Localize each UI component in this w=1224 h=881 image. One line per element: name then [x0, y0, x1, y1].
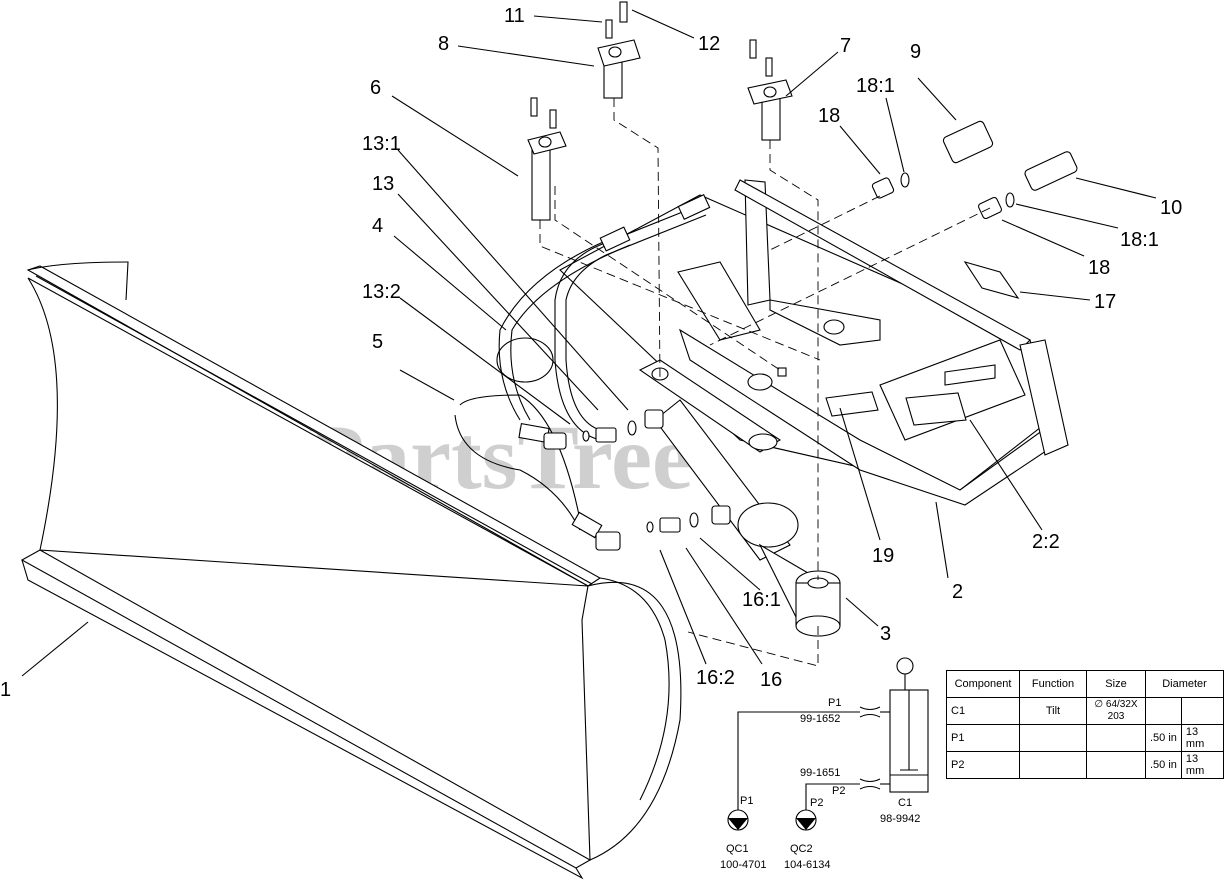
callout-1: 1 [0, 679, 11, 701]
decal-19 [825, 391, 879, 417]
spec-cell-function: Tilt [1019, 697, 1087, 725]
callout-18-b: 18 [1088, 257, 1110, 279]
schematic-qc1-part: 100-4701 [720, 859, 767, 871]
spec-cell-size [1086, 751, 1146, 779]
schematic-p2-label: P2 [832, 785, 845, 797]
schematic-qc1-label: QC1 [726, 843, 749, 855]
blade [20, 261, 682, 880]
callout-2: 2 [952, 581, 963, 603]
callout-10: 10 [1160, 197, 1182, 219]
spec-cell-function [1019, 751, 1087, 779]
spec-cell-component: P1 [946, 724, 1020, 752]
schematic-qc1-port: P1 [740, 795, 753, 807]
callout-11: 11 [504, 5, 525, 27]
callout-12: 12 [698, 33, 720, 55]
assembly-lines [539, 98, 991, 667]
spec-cell-dia-mm: 13 mm [1180, 724, 1224, 752]
table-row: C1 Tilt ∅ 64/32X 203 [946, 697, 1224, 725]
table-row: P1 .50 in 13 mm [946, 724, 1224, 752]
schematic-c1-part: 98-9942 [880, 813, 920, 825]
callout-16: 16 [760, 669, 782, 691]
decal-17 [963, 261, 1020, 299]
callout-9: 9 [910, 41, 921, 63]
spec-cell-dia-in [1145, 697, 1182, 725]
spec-header-row: Component Function Size Diameter [946, 670, 1224, 698]
schematic-qc2-part: 104-6134 [784, 859, 831, 871]
callout-6: 6 [370, 77, 381, 99]
callout-13: 13 [372, 173, 394, 195]
spec-cell-dia-in: .50 in [1145, 751, 1182, 779]
pin-7 [747, 39, 793, 141]
spec-header-size: Size [1086, 670, 1146, 698]
hoses [454, 194, 711, 539]
schematic-p1-label: P1 [828, 697, 841, 709]
mount-frame [559, 179, 1069, 506]
spec-cell-function [1019, 724, 1087, 752]
callout-18-a: 18 [818, 105, 840, 127]
schematic-qc2-port: P2 [810, 797, 823, 809]
schematic-c1-label: C1 [898, 797, 912, 809]
callout-17: 17 [1094, 291, 1116, 313]
callouts: 1 2 2:2 3 4 5 6 7 8 9 10 11 12 13 13:1 1… [0, 5, 1182, 701]
spec-cell-size [1086, 724, 1146, 752]
schematic-p2-part: 99-1651 [800, 767, 840, 779]
spec-cell-component: P2 [946, 751, 1020, 779]
callout-4: 4 [372, 215, 383, 237]
pin-8 [597, 1, 641, 99]
spec-cell-size: ∅ 64/32X 203 [1086, 697, 1146, 725]
spec-cell-dia-in: .50 in [1145, 724, 1182, 752]
callout-2-2: 2:2 [1032, 531, 1060, 553]
coupler-9 [871, 120, 994, 199]
spec-header-function: Function [1019, 670, 1087, 698]
fittings-13 [543, 409, 664, 450]
callout-16-2: 16:2 [696, 667, 735, 689]
schematic-qc2-label: QC2 [790, 843, 813, 855]
coupler-10 [977, 151, 1078, 220]
spec-cell-dia-mm [1180, 697, 1224, 725]
callout-13-2: 13:2 [362, 281, 401, 303]
decal-2-2 [905, 392, 967, 426]
callout-7: 7 [840, 35, 851, 57]
callout-5: 5 [372, 331, 383, 353]
spec-header-diameter: Diameter [1145, 670, 1224, 698]
callout-13-1: 13:1 [362, 133, 401, 155]
schematic-p1-part: 99-1652 [800, 713, 840, 725]
callout-3: 3 [880, 623, 891, 645]
callout-18-1-a: 18:1 [856, 75, 895, 97]
spec-header-component: Component [946, 670, 1020, 698]
fittings-16 [595, 505, 731, 551]
spec-cell-dia-mm: 13 mm [1180, 751, 1224, 779]
table-row: P2 .50 in 13 mm [946, 751, 1224, 779]
callout-16-1: 16:1 [742, 589, 781, 611]
hydraulic-schematic: P1 99-1652 99-1651 P2 C1 98-9942 P1 QC1 … [720, 657, 929, 871]
callout-8: 8 [438, 33, 449, 55]
callout-19: 19 [872, 545, 894, 567]
callout-18-1-b: 18:1 [1120, 229, 1159, 251]
spec-cell-component: C1 [946, 697, 1020, 725]
leader-lines [21, 9, 1157, 677]
spec-table: Component Function Size Diameter C1 Tilt… [946, 670, 1224, 779]
hydraulic-cylinder [654, 399, 841, 637]
pin-6 [527, 97, 567, 221]
